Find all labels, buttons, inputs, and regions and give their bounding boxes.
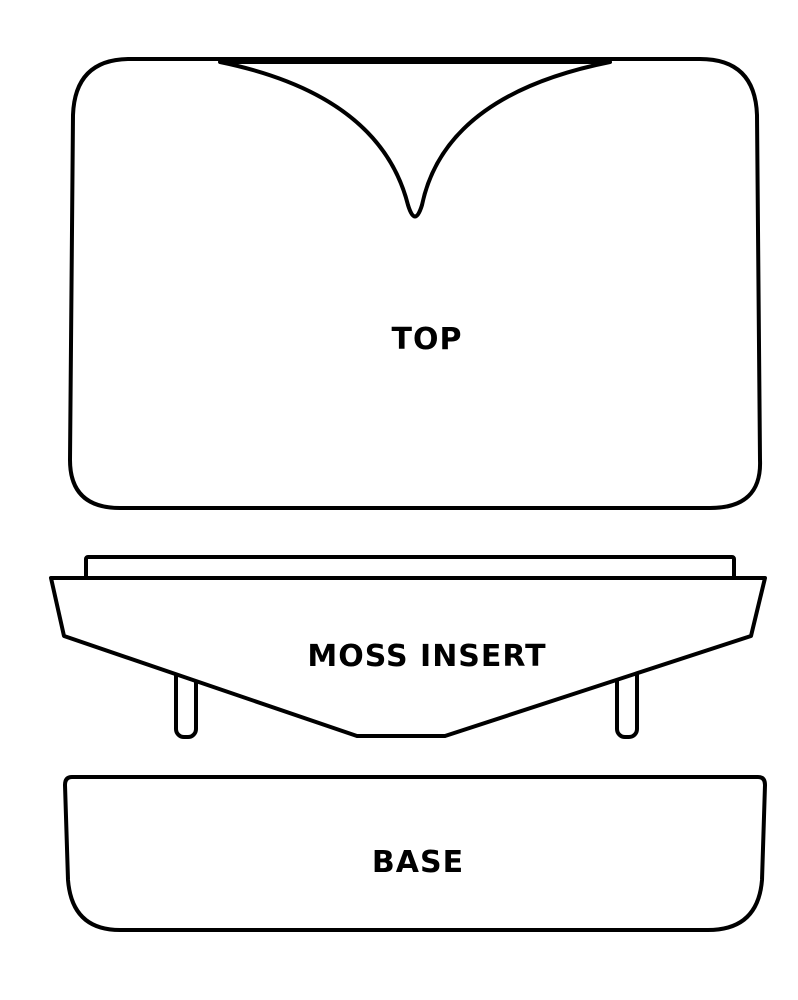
top-notch [218,60,612,219]
moss-insert-label: MOSS INSERT [307,639,546,674]
top-label: TOP [392,322,463,357]
top-outline [68,57,763,510]
top-part: TOP [68,57,763,510]
moss-insert-part: MOSS INSERT [49,555,767,739]
insert-body [49,576,767,738]
base-label: BASE [372,845,464,880]
insert-lip [84,555,736,581]
base-part: BASE [63,775,767,932]
base-outline [63,775,767,932]
